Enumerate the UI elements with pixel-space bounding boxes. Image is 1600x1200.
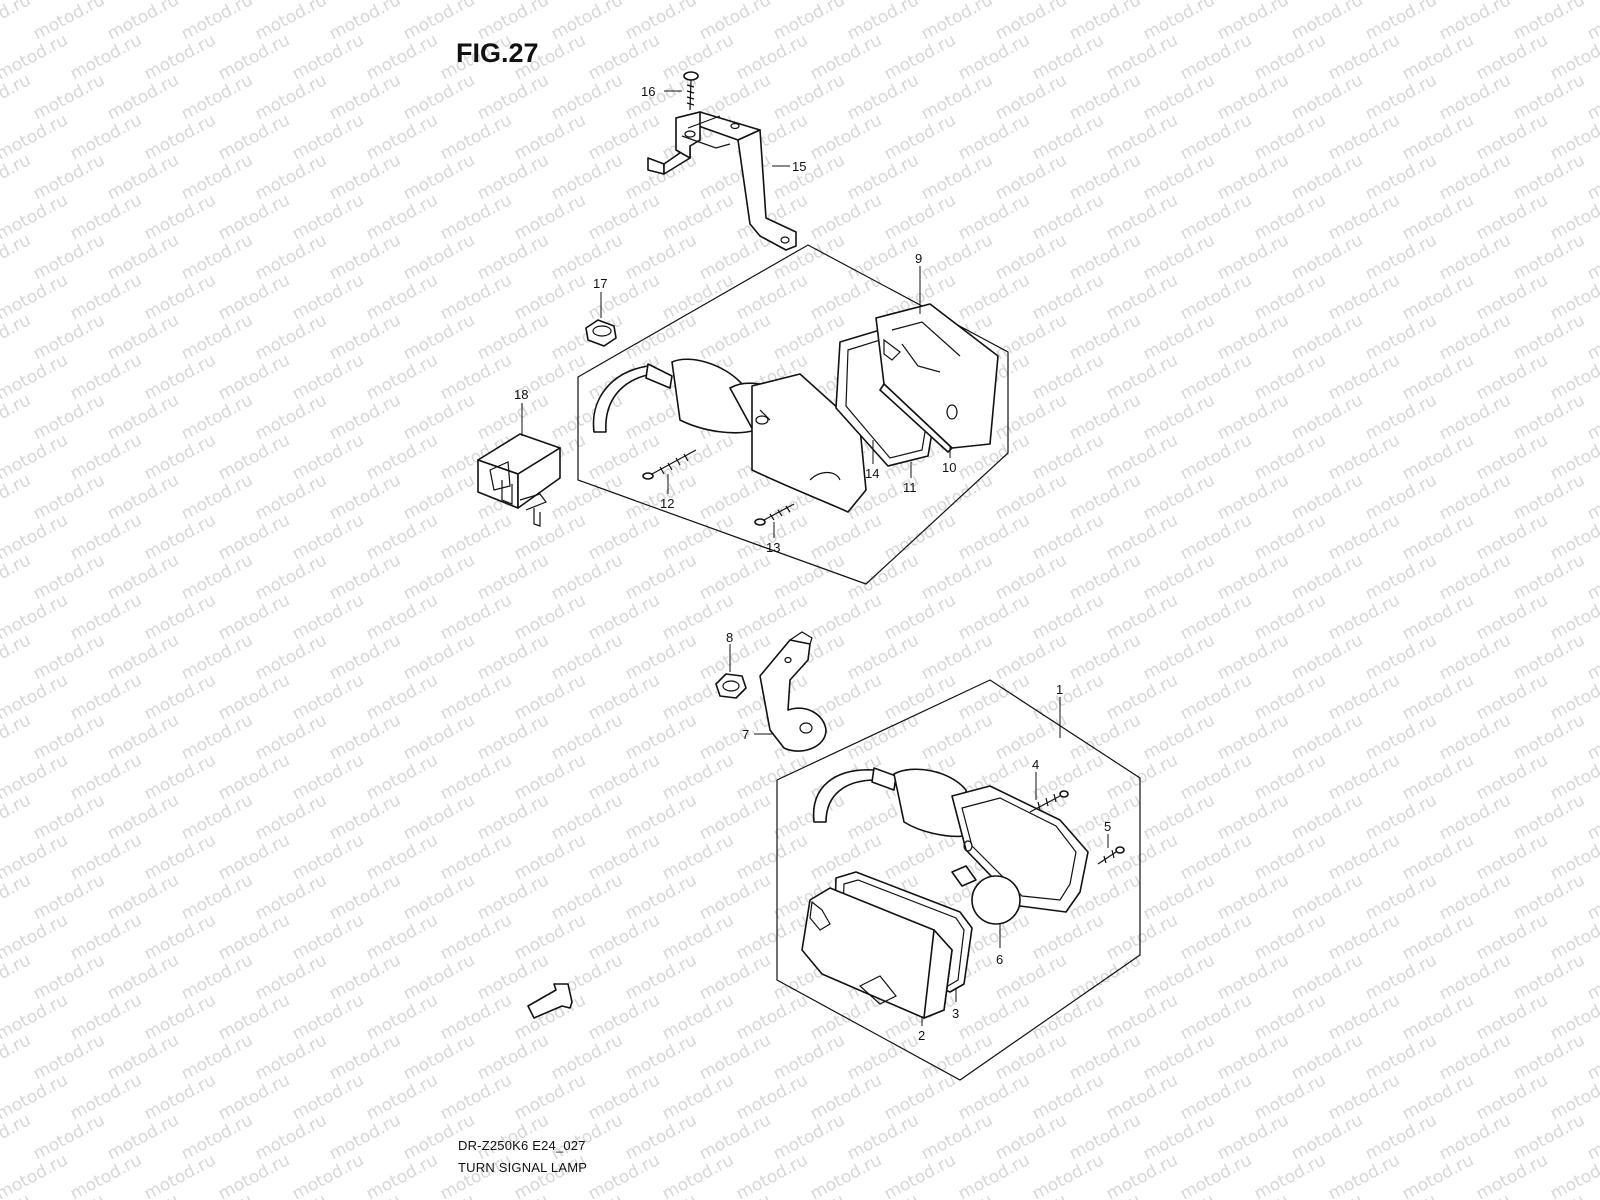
part-17-nut bbox=[585, 319, 617, 347]
part-2-lens bbox=[801, 887, 953, 1019]
callout-11: 11 bbox=[903, 480, 917, 495]
callout-4: 4 bbox=[1032, 757, 1039, 772]
part-8-nut bbox=[715, 673, 747, 699]
callout-12: 12 bbox=[660, 496, 674, 511]
part-13-screw bbox=[754, 503, 795, 526]
callout-9: 9 bbox=[915, 251, 922, 266]
callout-7: 7 bbox=[742, 727, 749, 742]
part-6-bulb bbox=[951, 865, 1021, 925]
callout-17: 17 bbox=[593, 276, 607, 291]
callout-13: 13 bbox=[766, 540, 780, 555]
leader-lines bbox=[521, 90, 1109, 1026]
watermark-text: motod.ru bbox=[0, 1190, 34, 1200]
part-18-relay bbox=[477, 433, 561, 527]
part-7-bracket bbox=[759, 631, 827, 752]
callout-18: 18 bbox=[514, 387, 528, 402]
part-16-screw bbox=[683, 71, 699, 111]
callout-14: 14 bbox=[865, 466, 879, 481]
upper-assembly-boundary bbox=[577, 244, 1009, 585]
figure-title: FIG.27 bbox=[456, 38, 539, 68]
callout-3: 3 bbox=[952, 1006, 959, 1021]
callout-16: 16 bbox=[641, 84, 655, 99]
figure-caption: TURN SIGNAL LAMP bbox=[458, 1160, 588, 1175]
callout-1: 1 bbox=[1056, 682, 1063, 697]
callout-10: 10 bbox=[942, 460, 956, 475]
part-12-screw bbox=[642, 449, 697, 480]
part-15-bracket bbox=[647, 111, 797, 251]
upper-lamp-housing bbox=[592, 358, 867, 513]
callout-2: 2 bbox=[918, 1028, 925, 1043]
fwd-arrow-icon: FWD bbox=[527, 983, 573, 1019]
callout-15: 15 bbox=[792, 159, 806, 174]
callout-5: 5 bbox=[1104, 819, 1111, 834]
part-10-lens bbox=[875, 303, 999, 453]
part-4-screw bbox=[1029, 790, 1069, 813]
part-5-screw bbox=[1097, 846, 1125, 865]
callout-6: 6 bbox=[996, 952, 1003, 967]
lower-assembly-boundary bbox=[776, 679, 1141, 1081]
model-code: DR-Z250K6 E24_027 bbox=[458, 1138, 586, 1153]
callout-8: 8 bbox=[726, 630, 733, 645]
lower-lamp-housing bbox=[812, 767, 1089, 913]
